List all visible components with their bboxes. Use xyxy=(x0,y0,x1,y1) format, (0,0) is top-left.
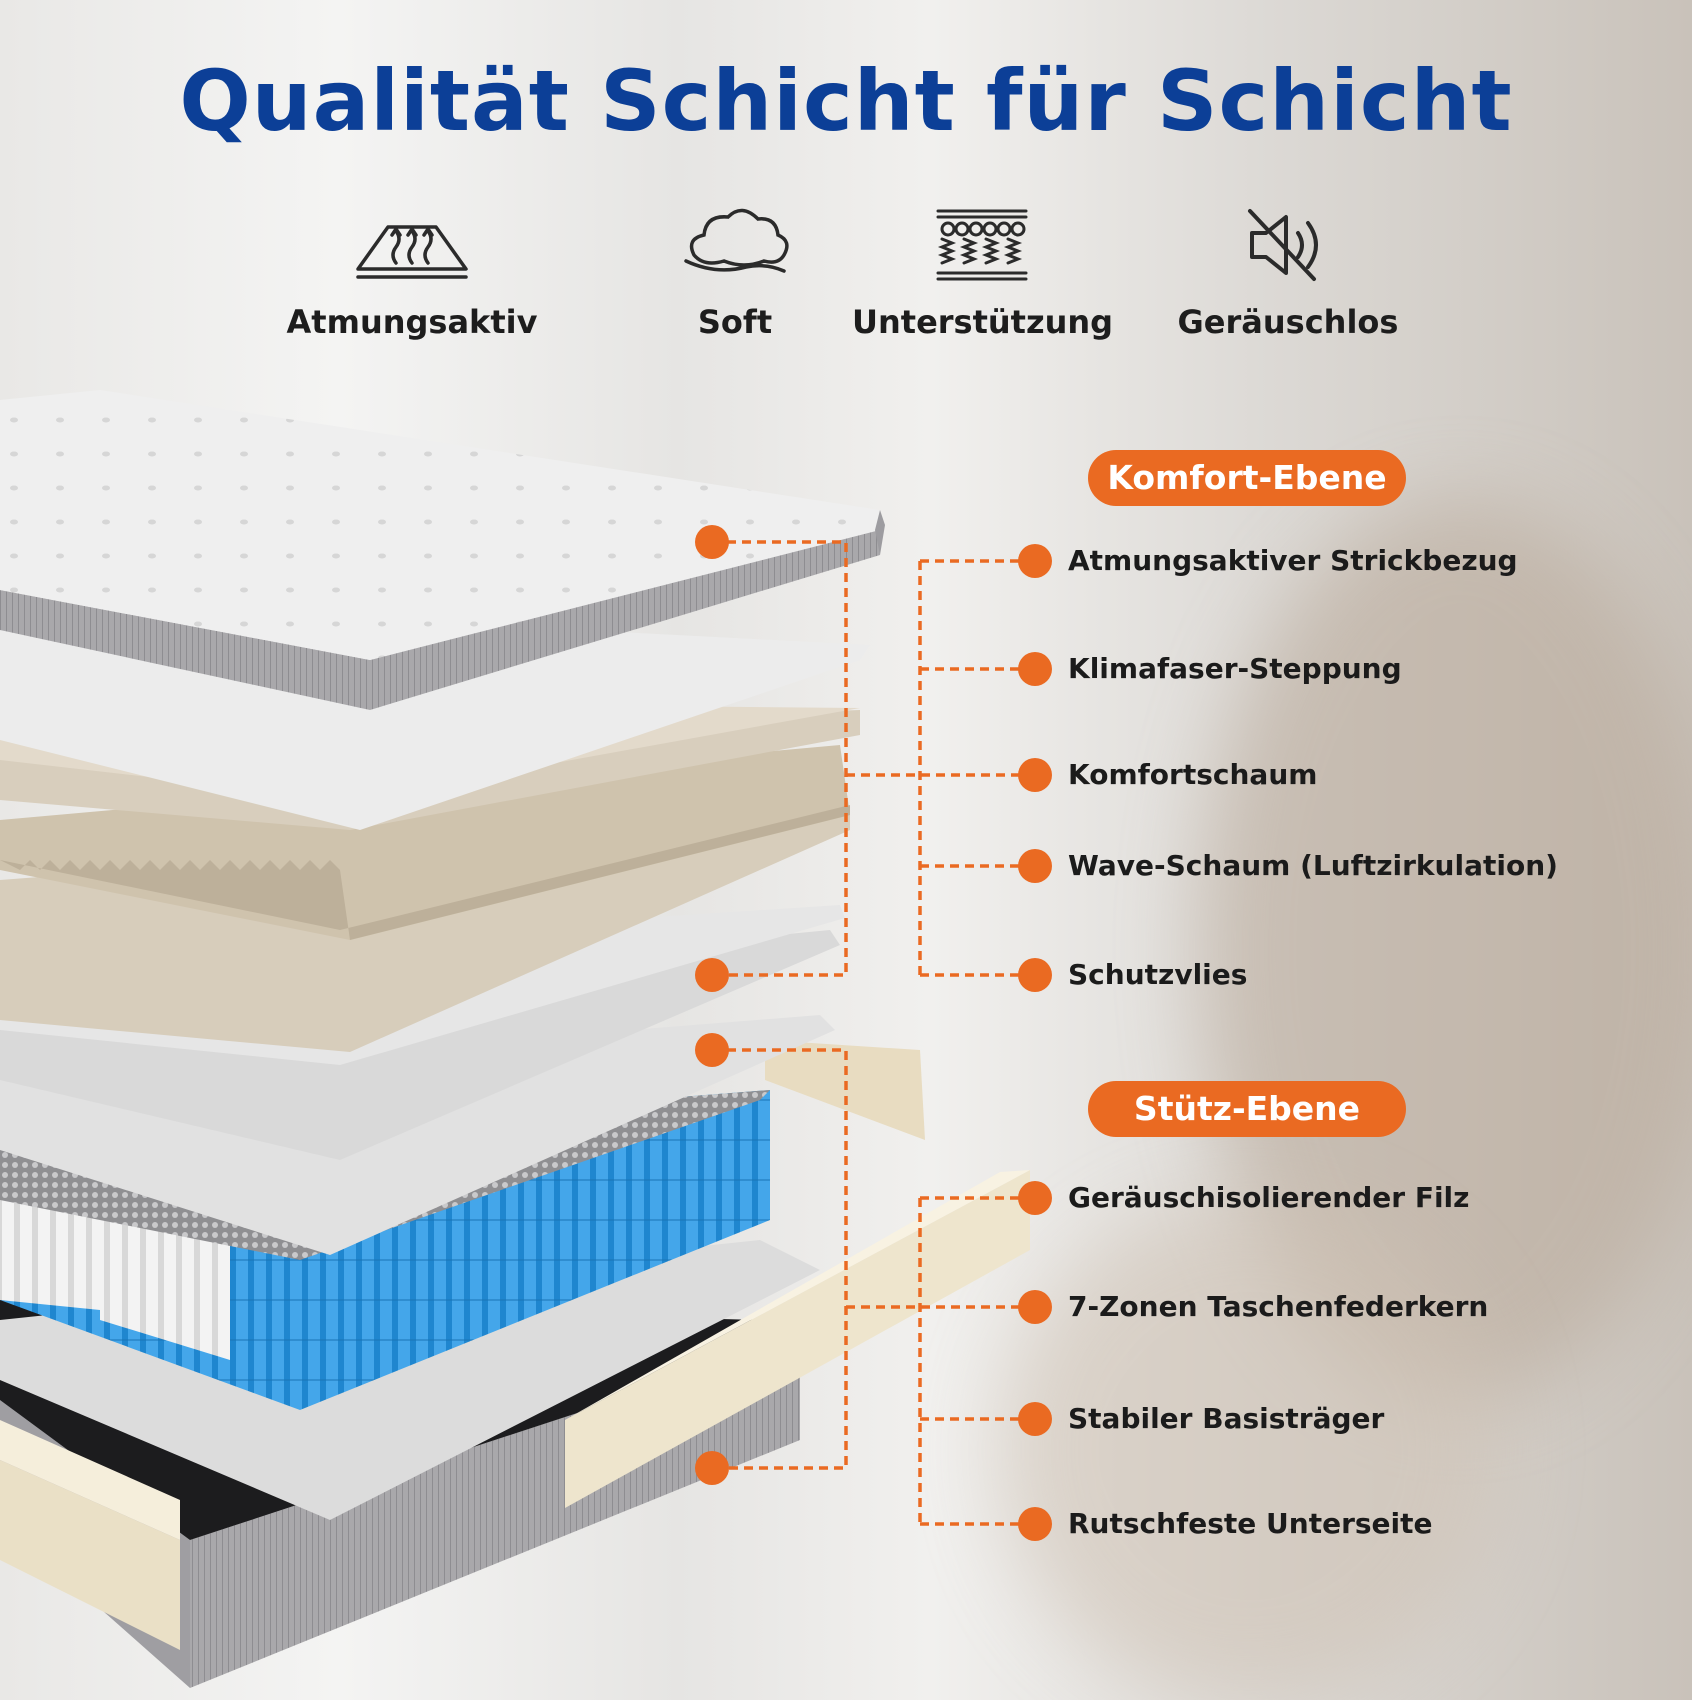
feature-silent: Geräuschlos xyxy=(1158,205,1418,341)
comfort-level-badge: Komfort-Ebene xyxy=(1088,450,1406,506)
marker-dot xyxy=(695,958,729,992)
comfort-layer-label: Schutzvlies xyxy=(1068,958,1248,991)
cloud-icon xyxy=(684,208,789,273)
feature-label: Unterstützung xyxy=(852,303,1114,341)
marker-dot xyxy=(1018,958,1052,992)
marker-dot xyxy=(1018,1290,1052,1324)
support-layer-label: Stabiler Basisträger xyxy=(1068,1402,1385,1435)
spring-support-icon xyxy=(936,209,1028,281)
feature-label: Geräuschlos xyxy=(1177,303,1399,341)
feature-label: Soft xyxy=(697,303,773,341)
support-layer-label: Geräuschisolierender Filz xyxy=(1068,1181,1470,1214)
marker-dot xyxy=(695,525,729,559)
comfort-layer-label: Klimafaser-Steppung xyxy=(1068,652,1402,685)
comfort-layer-label: Komfortschaum xyxy=(1068,758,1318,791)
marker-dot xyxy=(695,1451,729,1485)
page-title: Qualität Schicht für Schicht xyxy=(179,52,1513,150)
support-layer-label: 7-Zonen Taschenfederkern xyxy=(1068,1290,1489,1323)
marker-dot xyxy=(1018,652,1052,686)
feature-support: Unterstützung xyxy=(852,205,1114,341)
comfort-layer-label: Atmungsaktiver Strickbezug xyxy=(1068,544,1518,577)
marker-dot xyxy=(695,1033,729,1067)
feature-soft: Soft xyxy=(605,205,865,341)
marker-dot xyxy=(1018,1402,1052,1436)
breathable-layer-icon xyxy=(356,225,468,279)
support-layer-label: Rutschfeste Unterseite xyxy=(1068,1507,1433,1540)
marker-dot xyxy=(1018,544,1052,578)
muted-speaker-icon xyxy=(1248,209,1318,281)
knit-cover-layer xyxy=(0,390,885,710)
fleece-sheet xyxy=(0,930,840,1160)
support-level-badge: Stütz-Ebene xyxy=(1088,1081,1406,1137)
marker-dot xyxy=(1018,1181,1052,1215)
wave-foam-layer xyxy=(0,745,850,1052)
support-foam-rails xyxy=(0,1040,1030,1650)
marker-dot xyxy=(1018,849,1052,883)
marker-dot xyxy=(1018,758,1052,792)
feature-breathable: Atmungsaktiv xyxy=(282,205,542,341)
comfort-layer-label: Wave-Schaum (Luftzirkulation) xyxy=(1068,849,1558,882)
marker-dot xyxy=(1018,1507,1052,1541)
background-blur xyxy=(1000,1200,1500,1700)
feature-label: Atmungsaktiv xyxy=(286,303,538,341)
